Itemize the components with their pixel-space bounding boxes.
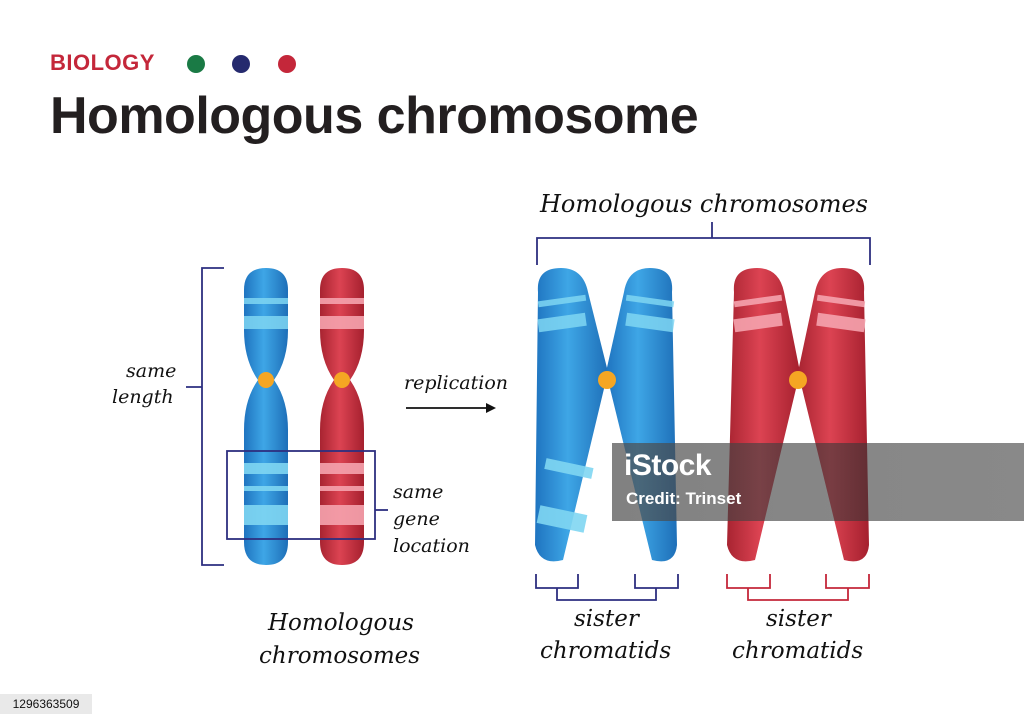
same-length-bracket: [186, 267, 224, 566]
page-title: Homologous chromosome: [50, 87, 699, 145]
sister-chromatids-right-line2: chromatids: [732, 638, 864, 664]
sister-chromatids-left-line1: sister: [574, 606, 639, 632]
stock-image-id: 1296363509: [0, 694, 92, 714]
same-gene-label-line3: location: [393, 535, 470, 557]
sister-chromatid-bracket-blue: [535, 574, 679, 601]
homologous-top-label: Homologous chromosomes: [540, 190, 868, 218]
same-length-label-line1: same: [126, 360, 177, 382]
red-chromosome-single: [320, 268, 364, 565]
sister-chromatids-right-line1: sister: [766, 606, 831, 632]
sister-chromatids-left-line2: chromatids: [540, 638, 672, 664]
same-gene-label-line1: same: [393, 481, 444, 503]
sister-chromatid-bracket-red: [726, 574, 870, 601]
homologous-bottom-label-line2: chromosomes: [259, 643, 421, 669]
watermark-logo: iStock: [624, 449, 712, 482]
watermark-credit: Credit: Trinset: [626, 489, 742, 508]
replication-arrow: [406, 403, 496, 413]
green-dot-icon: [187, 55, 205, 73]
same-gene-label-line2: gene: [393, 508, 440, 530]
istock-watermark: iStock Credit: Trinset: [612, 443, 1024, 521]
same-length-label-line2: length: [112, 386, 174, 408]
gene-location-box: [226, 450, 376, 540]
blue-chromosome-single: [244, 268, 288, 565]
replication-label: replication: [404, 372, 508, 394]
red-dot-icon: [278, 55, 296, 73]
topic-label: BIOLOGY: [50, 50, 155, 75]
homologous-top-bracket: [536, 222, 871, 265]
navy-dot-icon: [232, 55, 250, 73]
homologous-bottom-label-line1: Homologous: [268, 610, 414, 636]
